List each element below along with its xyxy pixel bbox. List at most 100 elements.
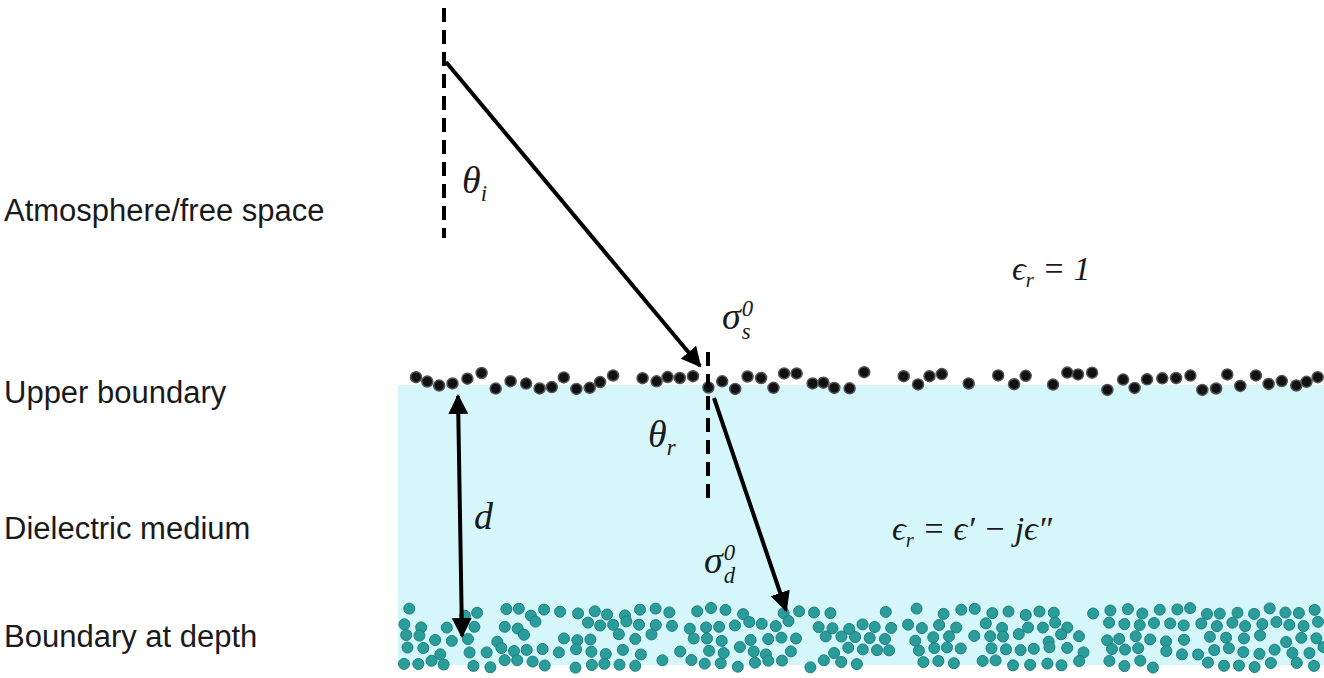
surface-particle [1250, 370, 1261, 381]
depth-particle [955, 643, 966, 654]
surface-particle [717, 376, 728, 387]
surface-particle [756, 373, 767, 384]
label-text: r [1026, 269, 1034, 291]
label-text: Boundary at depth [4, 619, 257, 654]
surface-particle [490, 383, 501, 394]
depth-particle [1147, 662, 1158, 673]
depth-particle [1044, 642, 1055, 653]
depth-particle [1133, 643, 1144, 654]
depth-particle [571, 644, 582, 655]
depth-particle [585, 634, 596, 645]
depth-particle [630, 660, 641, 671]
depth-particle [570, 662, 581, 673]
surface-particle [1102, 384, 1113, 395]
depth-particle [1255, 630, 1266, 641]
depth-particle [1271, 617, 1282, 628]
depth-particle [1120, 644, 1131, 655]
depth-particle [1204, 631, 1215, 642]
surface-particle [993, 370, 1004, 381]
depth-particle [980, 618, 991, 629]
depth-particle [1221, 632, 1232, 643]
surface-particle [1048, 379, 1059, 390]
depth-particle [850, 632, 861, 643]
depth-particle [732, 661, 743, 672]
depth-particle [704, 645, 715, 656]
depth-particle [706, 603, 717, 614]
depth-particle [464, 647, 475, 658]
depth-particle [805, 662, 816, 673]
surface-particle [1073, 369, 1084, 380]
depth-particle [1056, 629, 1067, 640]
depth-particle [512, 655, 523, 666]
depth-particle [785, 646, 796, 657]
depth-particle [1193, 649, 1204, 660]
surface-particle [742, 371, 753, 382]
depth-particle [1296, 632, 1307, 643]
depth-particle [987, 608, 998, 619]
depth-particle [1257, 619, 1268, 630]
depth-particle [469, 621, 480, 632]
depth-particle [404, 603, 415, 614]
depth-particle [614, 659, 625, 670]
depth-particle [1254, 648, 1265, 659]
label-text: Dielectric medium [4, 511, 250, 546]
surface-particle [546, 382, 557, 393]
depth-particle [1298, 621, 1309, 632]
surface-particle [1276, 376, 1287, 387]
surface-particle [1157, 373, 1168, 384]
depth-particle [969, 603, 980, 614]
depth-particle [1249, 608, 1260, 619]
depth-particle [770, 621, 781, 632]
depth-particle [851, 659, 862, 670]
depth-particle [688, 633, 699, 644]
depth-particle [818, 655, 829, 666]
depth-particle [1149, 618, 1160, 629]
layer-label: Upper boundary [4, 376, 226, 410]
depth-particle [1104, 655, 1115, 666]
depth-particle [1028, 643, 1039, 654]
depth-particle [539, 660, 550, 671]
depth-particle [942, 642, 953, 653]
depth-particle [714, 621, 725, 632]
depth-particle [599, 658, 610, 669]
depth-particle [401, 630, 412, 641]
depth-particle [951, 622, 962, 633]
depth-particle [916, 623, 927, 634]
depth-particle [702, 633, 713, 644]
script-stack: 0d [724, 542, 735, 588]
depth-particle [630, 633, 641, 644]
surface-particle [505, 376, 516, 387]
depth-particle [485, 662, 496, 673]
depth-particle [857, 619, 868, 630]
depth-particle [499, 621, 510, 632]
depth-particle [990, 655, 1001, 666]
depth-particle [1088, 608, 1099, 619]
depth-particle [886, 622, 897, 633]
depth-particle [441, 622, 452, 633]
depth-particle [813, 622, 824, 633]
depth-particle [1114, 633, 1125, 644]
depth-particle [1161, 646, 1172, 657]
depth-particle [1134, 620, 1145, 631]
layer-label: Atmosphere/free space [4, 194, 325, 228]
depth-particle [715, 658, 726, 669]
depth-particle [857, 644, 868, 655]
surface-particle [608, 370, 619, 381]
depth-particle [646, 629, 657, 640]
surface-particle [1062, 367, 1073, 378]
depth-particle [791, 633, 802, 644]
depth-particle [918, 657, 929, 668]
surface-particle [476, 368, 487, 379]
depth-particle [986, 643, 997, 654]
surface-particle [1087, 367, 1098, 378]
depth-particle [1137, 608, 1148, 619]
surface-particles [411, 367, 1324, 396]
label-text: d [474, 495, 493, 537]
depth-particle [1034, 606, 1045, 617]
depth-particle [600, 649, 611, 660]
depth-particle [621, 616, 632, 627]
depth-particle [1042, 658, 1053, 669]
surface-particle [534, 383, 545, 394]
label-text: s [742, 321, 753, 344]
